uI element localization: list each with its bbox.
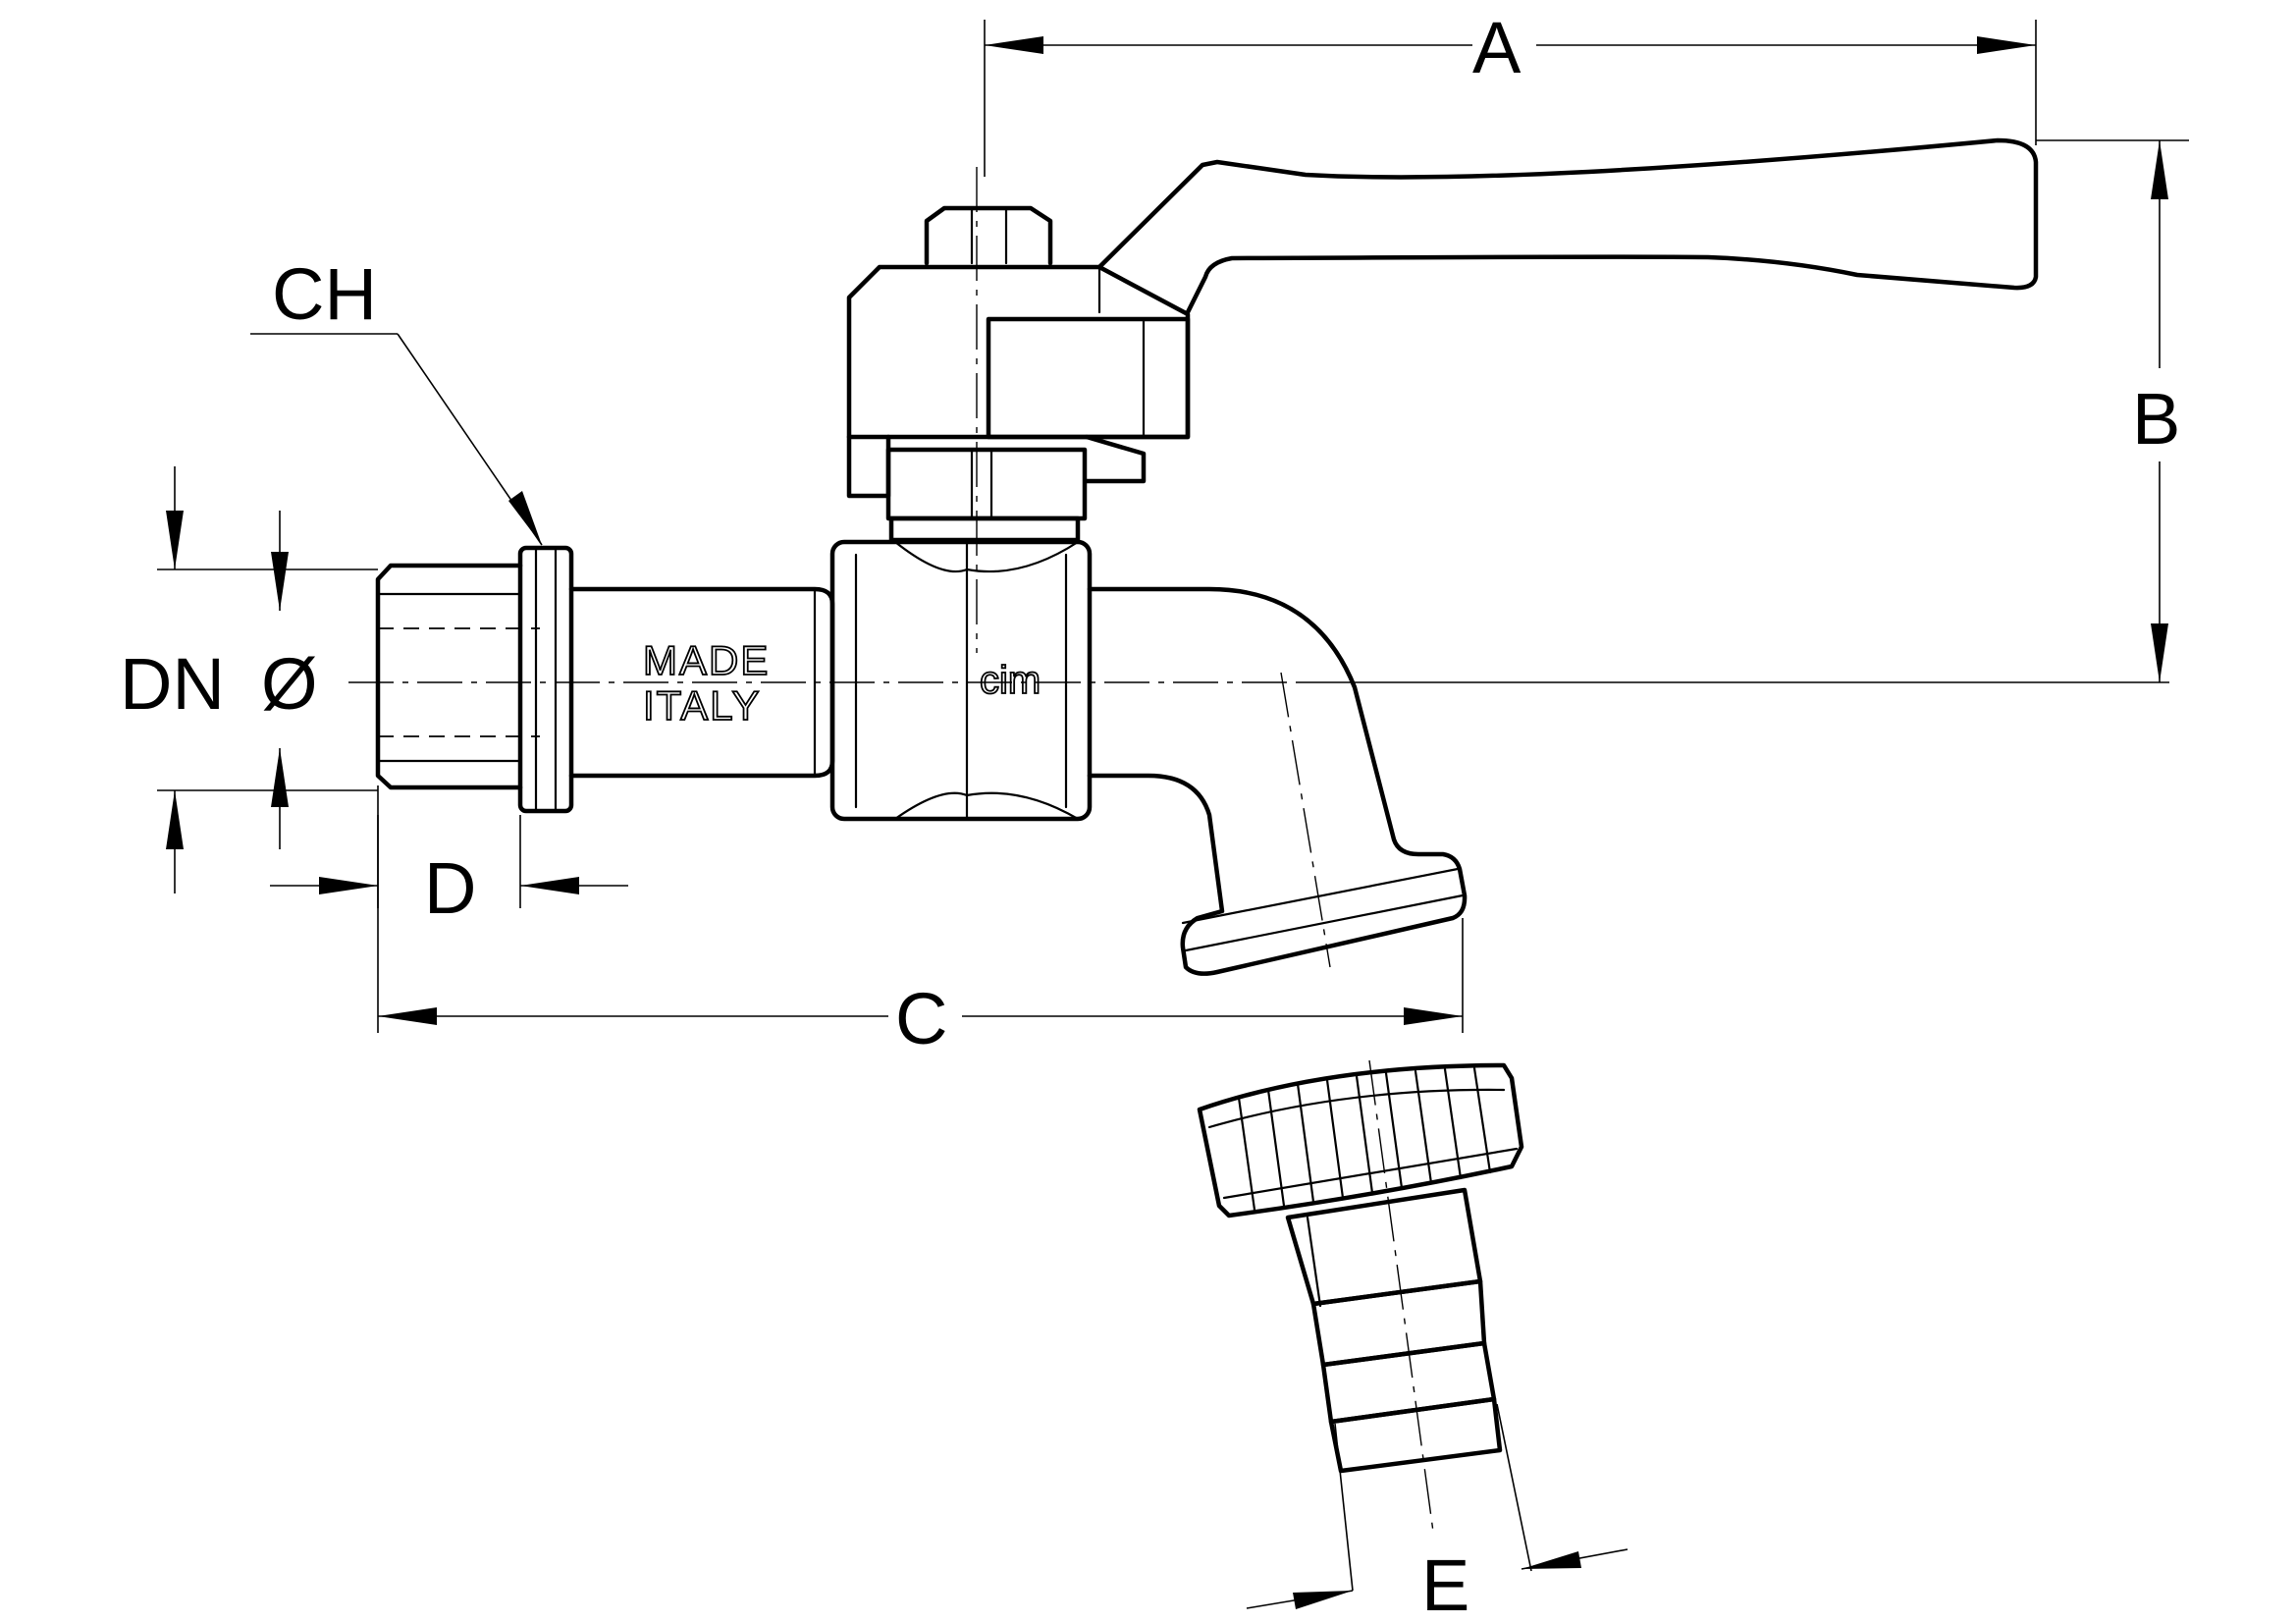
dimension-b [2036,139,2189,682]
dimension-a-label: A [1472,7,1522,88]
handle-hub [846,264,1191,499]
made-label: MADE [643,637,770,683]
inlet-fitting [375,545,574,814]
dimension-e [1246,1403,1629,1609]
dimension-b-label: B [2132,378,2180,460]
dimension-c [377,785,1464,1033]
dimension-e-label: E [1421,1544,1469,1624]
dimension-ch [250,333,543,546]
dimension-d-label: D [424,847,476,929]
italy-label: ITALY [643,682,761,729]
gland-bonnet [885,447,1088,543]
body-neck [568,586,835,779]
ch-label: CH [272,253,377,335]
valve-body [829,539,1093,822]
lever-handle [1096,137,2039,315]
dimension-dn [157,466,378,893]
dimension-a [984,20,2037,177]
dn-label: DN [120,643,225,725]
hose-connector [1197,1062,1524,1474]
dimension-d [270,815,628,908]
centerlines [348,167,2169,1533]
cim-logo: cim [980,659,1041,702]
dimension-c-label: C [895,978,947,1059]
spout [1087,586,1468,976]
dimension-diameter [271,511,289,849]
diameter-label: Ø [261,643,318,725]
stem-nut [924,205,1053,266]
